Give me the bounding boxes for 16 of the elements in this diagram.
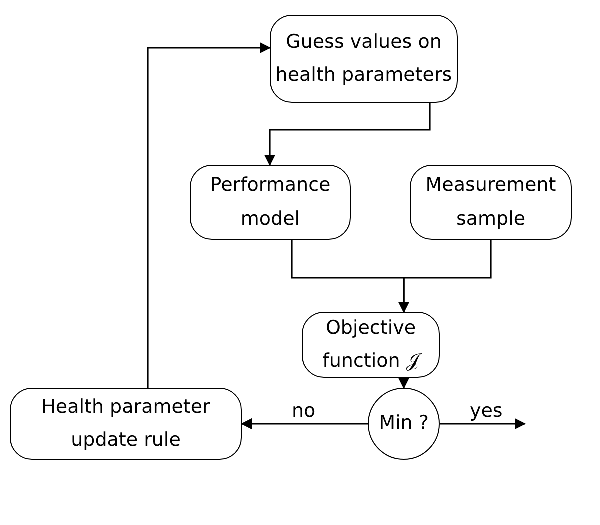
arrow [147, 42, 272, 388]
arrow [440, 418, 526, 430]
node-label: Guess values on health parameters [274, 30, 454, 88]
node-label: Measurement sample [424, 173, 558, 232]
arrow [240, 418, 368, 430]
node-label: Min ? [379, 411, 429, 436]
process-box [270, 15, 458, 103]
node-label: Objective function 𝒥 [303, 312, 439, 378]
arrow [264, 103, 431, 166]
arrow [398, 378, 410, 390]
process-box [10, 388, 242, 460]
node-label: Health parameter update rule [40, 394, 212, 453]
arrow [398, 240, 492, 314]
process-box [410, 165, 572, 240]
process-box [190, 165, 351, 240]
node-label: Performance model [209, 173, 332, 232]
